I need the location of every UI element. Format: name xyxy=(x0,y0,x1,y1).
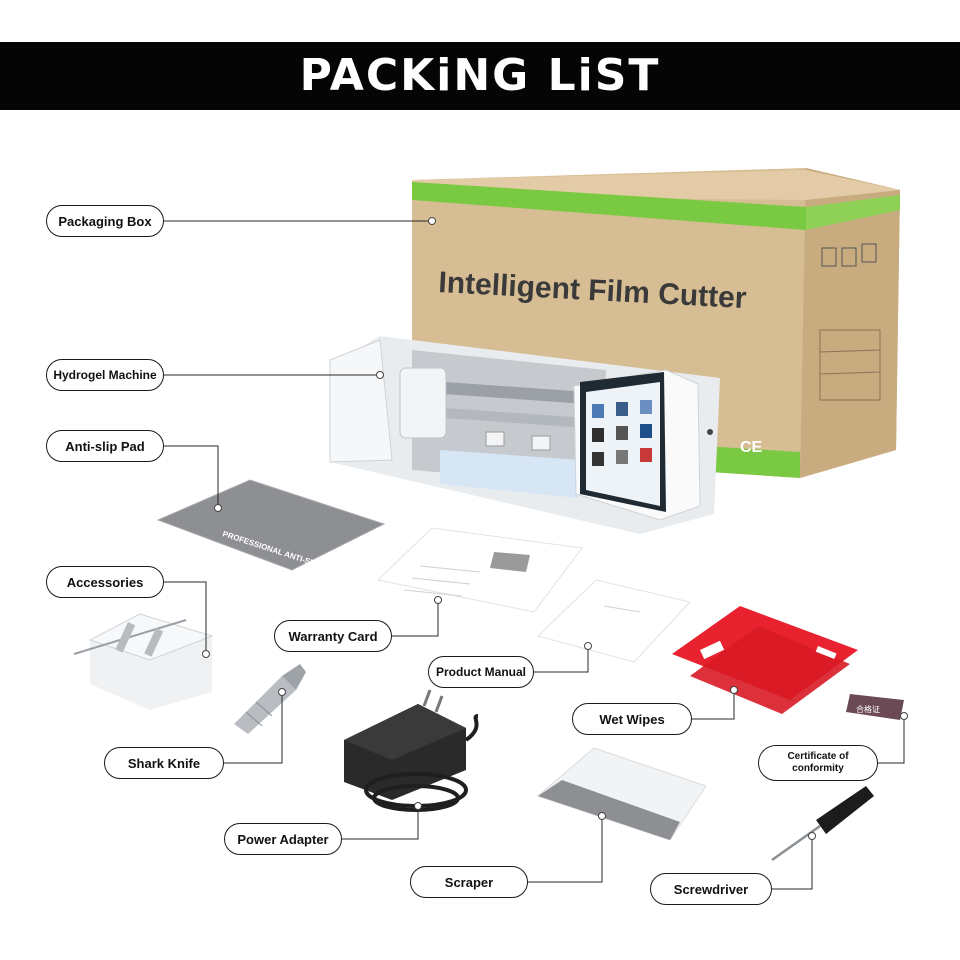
label-anti-slip-pad: Anti-slip Pad xyxy=(46,430,164,462)
label-wet-wipes: Wet Wipes xyxy=(572,703,692,735)
label-packaging-box: Packaging Box xyxy=(46,205,164,237)
label-hydrogel-machine: Hydrogel Machine xyxy=(46,359,164,391)
hydrogel-machine-image xyxy=(329,336,720,534)
banner-title: PACKiNG LiST xyxy=(299,50,661,101)
svg-text:合格证: 合格证 xyxy=(856,704,880,714)
label-product-manual: Product Manual xyxy=(428,656,534,688)
label-screwdriver: Screwdriver xyxy=(650,873,772,905)
wet-wipes-image xyxy=(672,606,858,714)
screwdriver-image xyxy=(771,786,874,862)
ce-mark-text: CE xyxy=(740,439,763,456)
power-adapter-image xyxy=(344,689,479,812)
scraper-image xyxy=(537,747,707,841)
label-scraper: Scraper xyxy=(410,866,528,898)
leader-lines xyxy=(162,220,905,890)
label-power-adapter: Power Adapter xyxy=(224,823,342,855)
certificate-image: 合格证 xyxy=(846,694,904,720)
product-manual-image xyxy=(537,579,691,663)
anti-slip-pad-image: PROFESSIONAL ANTI-SLIP PAD xyxy=(156,479,386,576)
label-shark-knife: Shark Knife xyxy=(104,747,224,779)
warranty-card-image xyxy=(376,527,583,613)
label-certificate: Certificate of conformity xyxy=(758,745,878,781)
label-warranty-card: Warranty Card xyxy=(274,620,392,652)
shark-knife-image xyxy=(234,664,306,734)
title-banner: PACKiNG LiST xyxy=(0,42,960,110)
accessories-image xyxy=(73,613,214,710)
label-accessories: Accessories xyxy=(46,566,164,598)
leader-dots xyxy=(202,217,908,840)
